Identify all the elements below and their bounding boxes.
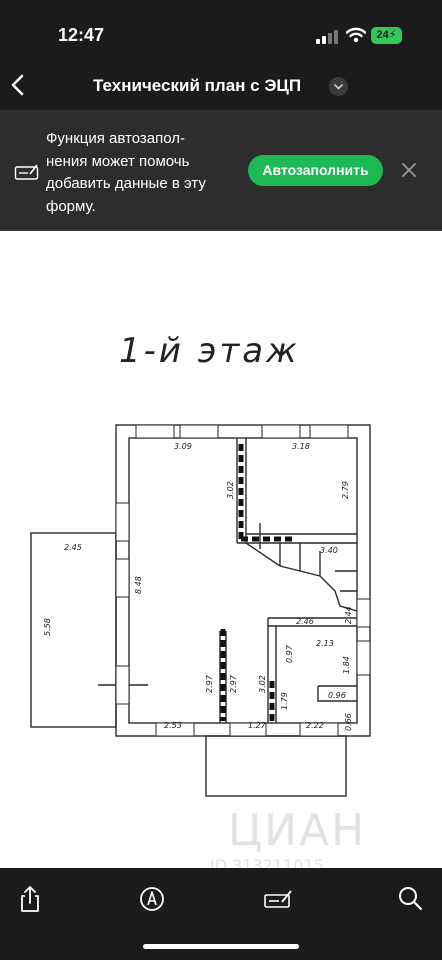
dimension-label: 1.84 (342, 656, 351, 674)
floor-plan-drawing: 1-й этаж 3.09 3.18 3.02 2.79 2.45 8.48 3… (30, 331, 371, 868)
autofill-icon (14, 164, 39, 180)
close-icon[interactable] (400, 161, 418, 179)
document-view[interactable]: 1-й этаж 3.09 3.18 3.02 2.79 2.45 8.48 3… (0, 231, 442, 868)
dimension-label: 3.09 (174, 442, 192, 451)
form-fill-icon[interactable] (263, 883, 295, 915)
autofill-message-line: нения может помочь (46, 152, 190, 170)
home-indicator[interactable] (143, 944, 299, 949)
wifi-icon (346, 27, 366, 43)
dimension-label: 2.45 (64, 543, 82, 552)
dimension-label: 2.46 (296, 617, 314, 626)
dimension-label: 3.40 (320, 546, 338, 555)
dimension-label: 2.53 (164, 721, 182, 730)
dimension-label: 1.27 (248, 721, 267, 730)
page-title: Технический план с ЭЦП (93, 76, 302, 95)
dimension-label: 2.44 (344, 606, 353, 624)
dimension-label: 2.22 (306, 721, 324, 730)
battery-icon: 24⚡ (371, 27, 402, 44)
autofill-message-line: добавить данные в эту (46, 175, 206, 192)
watermark-id: ID 313211015 (210, 856, 324, 868)
cellular-signal-icon (316, 30, 338, 44)
dimension-label: 2.97 (229, 674, 238, 693)
dimension-label: 3.02 (226, 481, 235, 499)
dimension-label: 2.97 (205, 674, 214, 693)
watermark: ЦИАН (228, 805, 366, 856)
dimension-label: 0.97 (285, 644, 294, 663)
dimension-label: 0.96 (328, 691, 346, 700)
dimension-label: 3.18 (292, 442, 310, 451)
floor-title: 1-й этаж (119, 331, 300, 371)
dimension-label: 2.79 (341, 481, 350, 499)
charging-bolt-icon: ⚡ (388, 29, 397, 41)
dimension-label: 3.02 (258, 675, 267, 693)
status-time: 12:47 (58, 25, 105, 45)
autofill-message: Функция автозапол- нения может помочь до… (46, 128, 246, 218)
dimension-label: 2.13 (316, 639, 334, 648)
autofill-message-line: форму. (46, 197, 96, 215)
battery-level: 24 (376, 29, 389, 41)
top-bar (0, 0, 442, 110)
dimension-label: 0.66 (344, 713, 353, 731)
share-icon[interactable] (14, 883, 46, 915)
back-button[interactable] (6, 70, 32, 100)
autofill-message-line: Функция автозапол- (46, 130, 185, 147)
autofill-button[interactable]: Автозаполнить (248, 155, 383, 186)
dimension-label: 1.79 (280, 692, 289, 710)
dimension-label: 8.48 (134, 576, 143, 594)
dimension-label: 5.58 (43, 618, 52, 636)
markup-pen-icon[interactable] (136, 883, 168, 915)
chevron-down-icon[interactable] (329, 77, 348, 96)
search-icon[interactable] (394, 883, 426, 915)
